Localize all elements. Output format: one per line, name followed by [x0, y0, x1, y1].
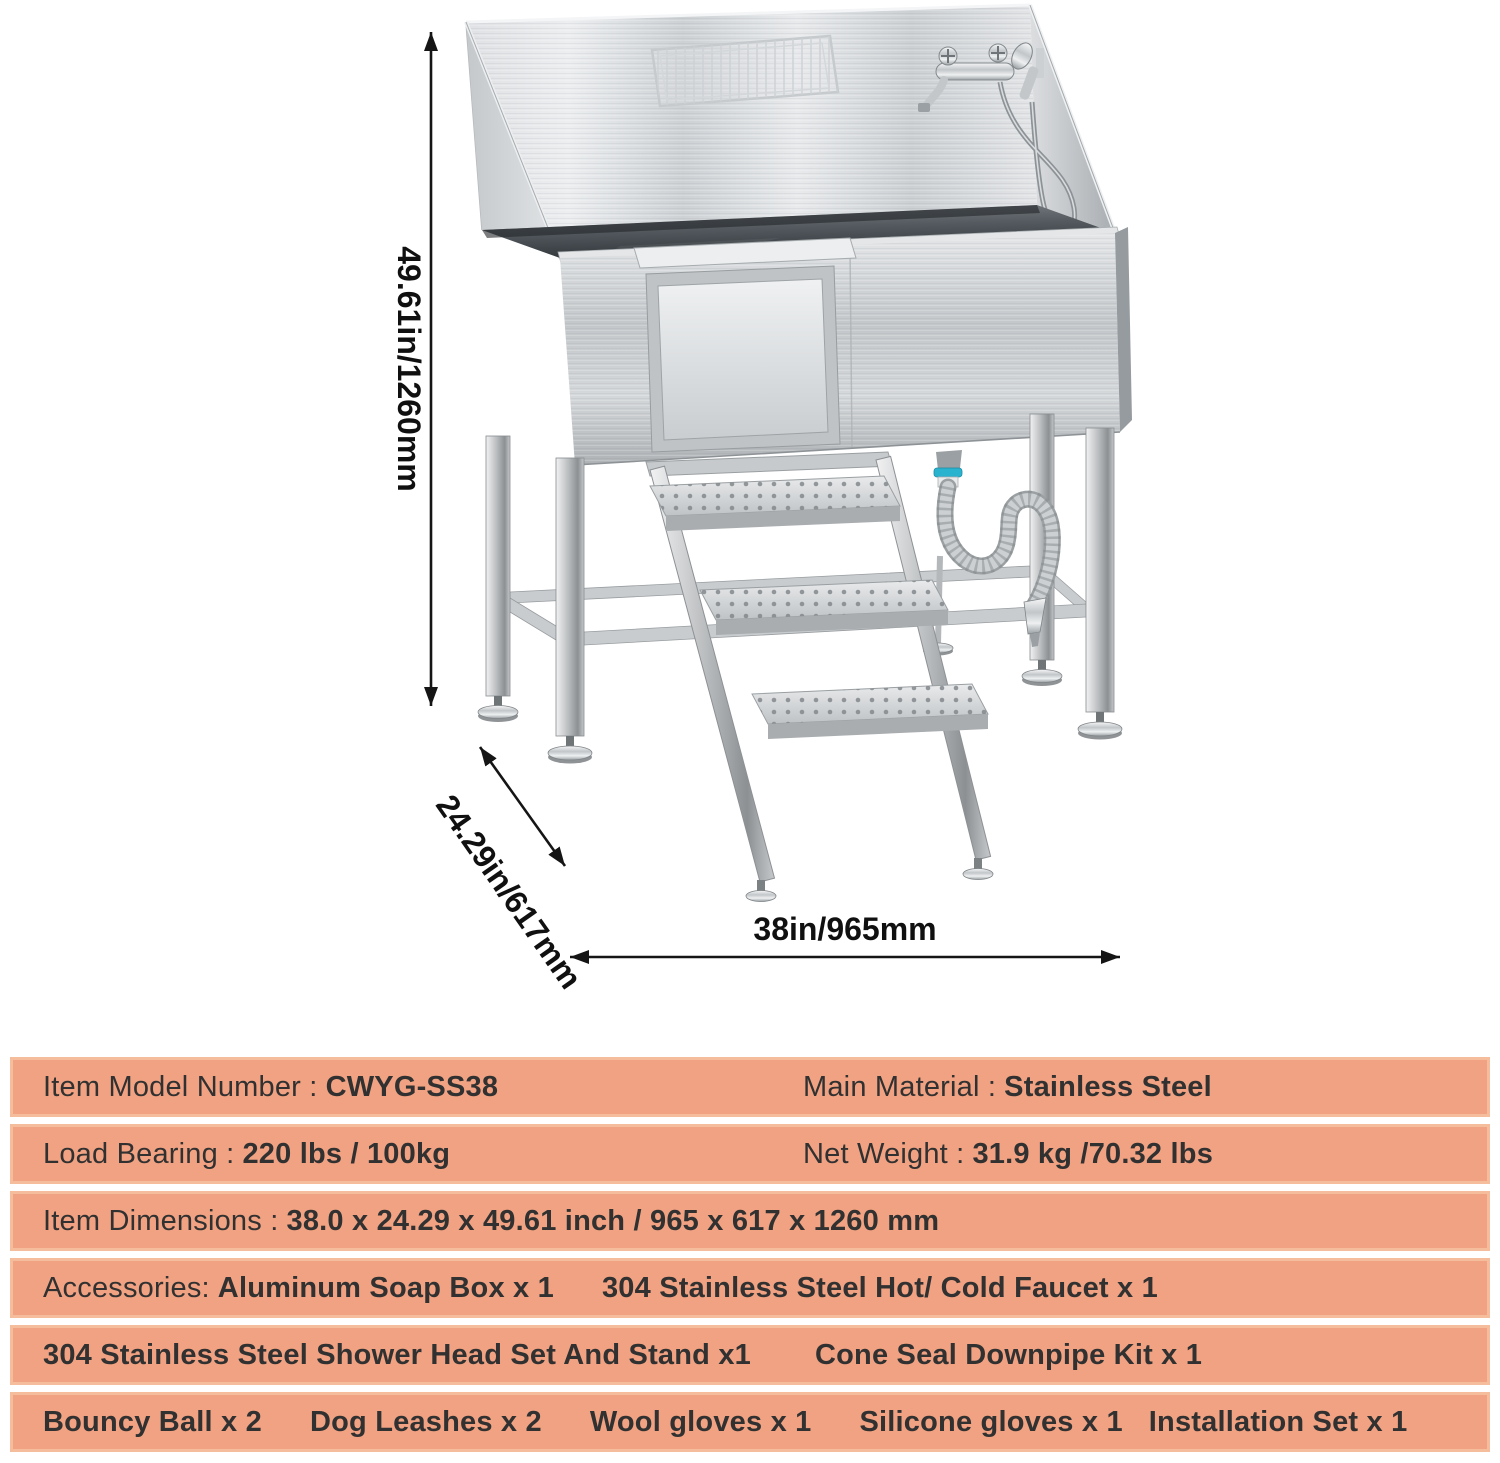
accessory-silicone-gloves: Silicone gloves x 1 — [859, 1405, 1123, 1438]
height-dimension-label: 49.61in/1260mm — [391, 246, 427, 492]
accessory-shower-head-set: 304 Stainless Steel Shower Head Set And … — [43, 1338, 751, 1371]
pet-stairs-icon — [645, 451, 994, 902]
spec-load-bearing: Load Bearing : 220 lbs / 100kg — [43, 1138, 803, 1171]
faucet-handle-left-icon — [938, 46, 958, 66]
hand-sprayer-icon — [1011, 42, 1039, 100]
spec-row-accessories-1: Accessories: Aluminum Soap Box x 1 304 S… — [10, 1258, 1490, 1318]
spec-model-number: Item Model Number : CWYG-SS38 — [43, 1071, 803, 1104]
drain-pipe-icon — [922, 450, 1061, 656]
left-splash-wing — [464, 21, 562, 259]
faucet-icon — [918, 42, 1078, 234]
stairs-left-foot — [745, 880, 777, 902]
spec-row-model-material: Item Model Number : CWYG-SS38 Main Mater… — [10, 1057, 1490, 1117]
stairs-left-stringer — [649, 465, 776, 883]
front-right-leg — [1077, 427, 1123, 740]
spec-row-accessories-3: Bouncy Ball x 2 Dog Leashes x 2 Wool glo… — [10, 1392, 1490, 1452]
model-number-label: Item Model Number : — [43, 1070, 318, 1103]
stairs-right-foot — [962, 858, 994, 880]
accessory-wool-gloves: Wool gloves x 1 — [589, 1405, 812, 1438]
tub-body — [560, 227, 1132, 466]
spec-item-dimensions: Item Dimensions : 38.0 x 24.29 x 49.61 i… — [43, 1205, 939, 1238]
item-dimensions-value: 38.0 x 24.29 x 49.61 inch / 965 x 617 x … — [286, 1204, 940, 1237]
door-handle-ledge — [633, 237, 857, 269]
front-left-leg — [547, 457, 593, 764]
load-bearing-value: 220 lbs / 100kg — [242, 1137, 451, 1170]
depth-dimension-label: 24.29in/617mm — [429, 788, 589, 995]
net-weight-label: Net Weight : — [803, 1137, 965, 1170]
soap-basket-icon — [650, 34, 840, 108]
depth-dimension-arrow — [478, 746, 567, 867]
spec-net-weight: Net Weight : 31.9 kg /70.32 lbs — [803, 1138, 1213, 1171]
accessory-bouncy-ball: Bouncy Ball x 2 — [43, 1405, 262, 1438]
faucet-handle-right-icon — [988, 43, 1008, 63]
left-brace — [509, 597, 557, 641]
main-material-value: Stainless Steel — [1004, 1070, 1212, 1103]
width-dimension-label: 38in/965mm — [753, 911, 936, 947]
right-splash-wing — [1028, 4, 1117, 234]
access-door — [645, 265, 841, 453]
accessory-soap-box: Aluminum Soap Box x 1 — [217, 1271, 554, 1304]
stair-tread-1 — [649, 475, 901, 531]
dimension-annotations — [424, 32, 1120, 964]
accessory-downpipe-kit: Cone Seal Downpipe Kit x 1 — [815, 1338, 1203, 1371]
net-weight-value: 31.9 kg /70.32 lbs — [972, 1137, 1214, 1170]
load-bearing-label: Load Bearing : — [43, 1137, 235, 1170]
stair-tread-3 — [751, 683, 989, 739]
drain-connector-blue — [933, 467, 963, 478]
accessories-label: Accessories: — [43, 1271, 210, 1304]
main-material-label: Main Material : — [803, 1070, 997, 1103]
back-splash-panel — [465, 3, 1037, 231]
spec-main-material: Main Material : Stainless Steel — [803, 1071, 1212, 1104]
item-dimensions-label: Item Dimensions : — [43, 1204, 279, 1237]
spec-row-accessories-2: 304 Stainless Steel Shower Head Set And … — [10, 1325, 1490, 1385]
spec-row-dimensions: Item Dimensions : 38.0 x 24.29 x 49.61 i… — [10, 1191, 1490, 1251]
model-number-value: CWYG-SS38 — [325, 1070, 499, 1103]
stair-tread-2 — [699, 579, 949, 635]
product-figure: 49.61in/1260mm 24.29in/617mm 38in/965mm — [391, 3, 1132, 995]
rear-left-leg — [477, 435, 519, 722]
accessory-installation-set: Installation Set x 1 — [1148, 1405, 1408, 1438]
spec-row-load-weight: Load Bearing : 220 lbs / 100kg Net Weigh… — [10, 1124, 1490, 1184]
spec-table: Item Model Number : CWYG-SS38 Main Mater… — [10, 1057, 1490, 1459]
accessory-dog-leashes: Dog Leashes x 2 — [309, 1405, 542, 1438]
accessory-faucet: 304 Stainless Steel Hot/ Cold Faucet x 1 — [601, 1271, 1158, 1304]
